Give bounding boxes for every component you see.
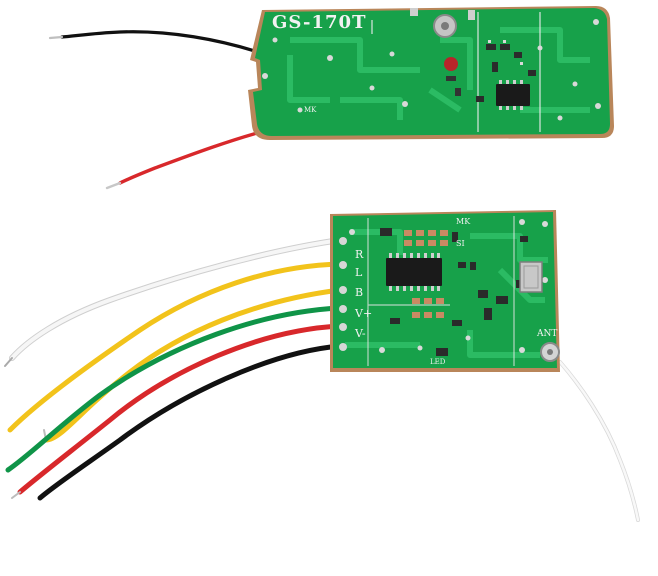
transmitter-ic-chip — [496, 80, 530, 110]
transmitter-model-label: GS-170T — [272, 12, 366, 33]
pin-label-vplus: V+ — [354, 307, 372, 320]
pin-label-l: L — [355, 266, 363, 279]
yellow-wire-2 — [43, 287, 343, 443]
transmitter-black-wire — [60, 30, 260, 54]
wire-pads — [339, 237, 347, 351]
copper-pads — [404, 230, 448, 318]
receiver-ic-chip — [386, 253, 442, 291]
receiver-board: R L B V+ V- — [330, 210, 560, 372]
receiver-led-label: LED — [430, 358, 446, 366]
receiver-si-label: SI — [456, 239, 465, 248]
transmitter-red-wire — [118, 128, 270, 185]
pin-label-r: R — [355, 248, 364, 261]
transmitter-mk-label: MK — [304, 106, 317, 114]
red-wire — [17, 323, 343, 495]
pin-label-vminus: V- — [354, 327, 366, 340]
receiver-mk-label: MK — [456, 217, 471, 226]
transmitter-board: GS-170T MK — [48, 6, 614, 190]
receiver-ant-label: ANT — [536, 329, 557, 339]
transmitter-red-wire-tip — [105, 181, 122, 190]
antenna-wire — [558, 360, 640, 522]
transmitter-black-wire-tip — [48, 35, 64, 40]
pin-label-b: B — [355, 286, 363, 299]
yellow-wire-1 — [7, 261, 343, 433]
green-wire — [5, 305, 343, 473]
black-wire — [37, 343, 343, 501]
receiver-wires — [4, 237, 640, 522]
